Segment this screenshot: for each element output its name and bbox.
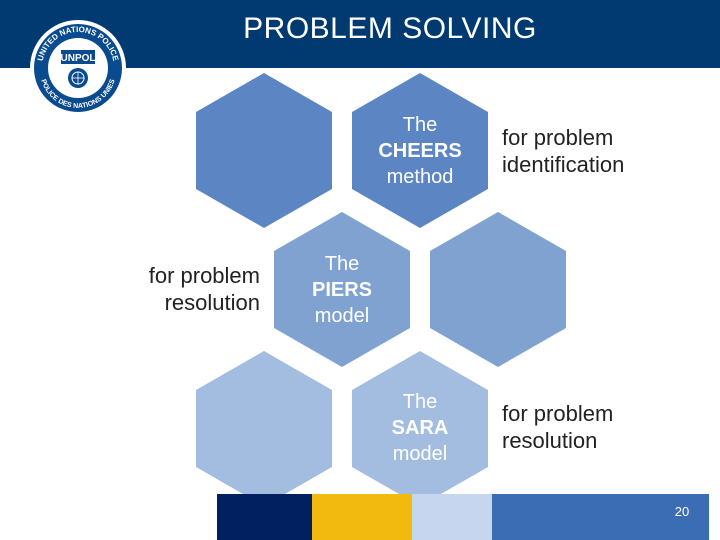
footer-gold-block [312,494,412,540]
sara-purpose-label: for problem resolution [502,401,614,453]
sara-text: The SARA model [360,389,480,467]
footer-navy-block [217,494,312,540]
hexagon-top-left [196,73,332,228]
footer-blue-block [492,494,709,540]
page-title: PROBLEM SOLVING [243,12,537,45]
hexagon-cheers [352,73,488,228]
cheers-text: The CHEERS method [360,112,480,190]
page-number: 20 [674,504,690,519]
hexagon-mid-right [430,212,566,367]
piers-prefix: The [324,253,360,275]
logo-center-text: UNPOL [61,53,96,64]
piers-purpose-label: for problem resolution [148,263,260,315]
cheers-name: CHEERS [378,140,462,162]
piers-text: The PIERS model [282,251,402,329]
sara-suffix: model [392,443,448,465]
sara-prefix: The [402,391,438,413]
hexagon-bottom-left [196,351,332,506]
cheers-prefix: The [402,114,438,136]
hexagon-sara [352,351,488,506]
cheers-suffix: method [386,166,454,188]
unpol-emblem-icon: UNITED NATIONS POLICE POLICE DES NATIONS… [30,20,126,116]
footer-light-block [412,494,492,540]
hexagon-piers [274,212,410,367]
piers-name: PIERS [311,279,373,301]
sara-name: SARA [391,417,449,439]
piers-suffix: model [314,305,370,327]
cheers-purpose-label: for problem identification [502,125,625,177]
